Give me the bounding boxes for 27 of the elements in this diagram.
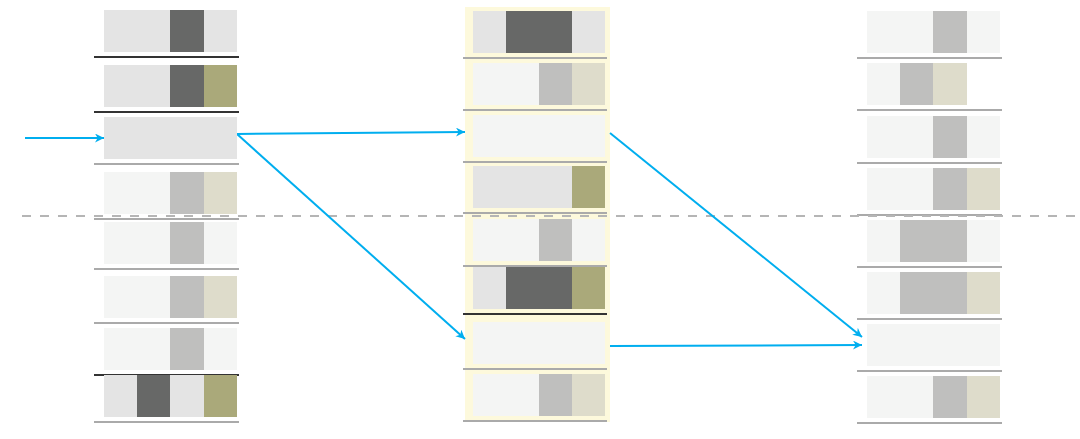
row-bar	[867, 116, 1000, 158]
row-bar	[104, 222, 237, 264]
row-bar	[473, 374, 605, 416]
row-bar	[104, 276, 237, 318]
row-bar	[104, 117, 237, 159]
row-bar	[473, 166, 605, 208]
row-bar	[473, 63, 605, 105]
row-bar	[473, 322, 605, 364]
row-bar	[104, 65, 237, 107]
arrow	[609, 132, 863, 338]
row-bar	[104, 10, 237, 52]
row-bar	[473, 267, 605, 309]
row-bar	[867, 376, 1000, 418]
arrow	[24, 133, 105, 143]
row-bar	[867, 220, 1000, 262]
row-bar	[473, 219, 605, 261]
row-bar	[473, 11, 605, 53]
row-bar	[473, 115, 605, 157]
row-bar	[104, 328, 237, 370]
row-bar	[867, 272, 1000, 314]
row-bar	[867, 168, 1000, 210]
arrow	[236, 133, 466, 340]
row-bar	[867, 11, 1000, 53]
arrow	[609, 340, 863, 350]
row-bar	[104, 375, 237, 417]
arrow	[236, 127, 466, 137]
row-bar	[104, 172, 237, 214]
